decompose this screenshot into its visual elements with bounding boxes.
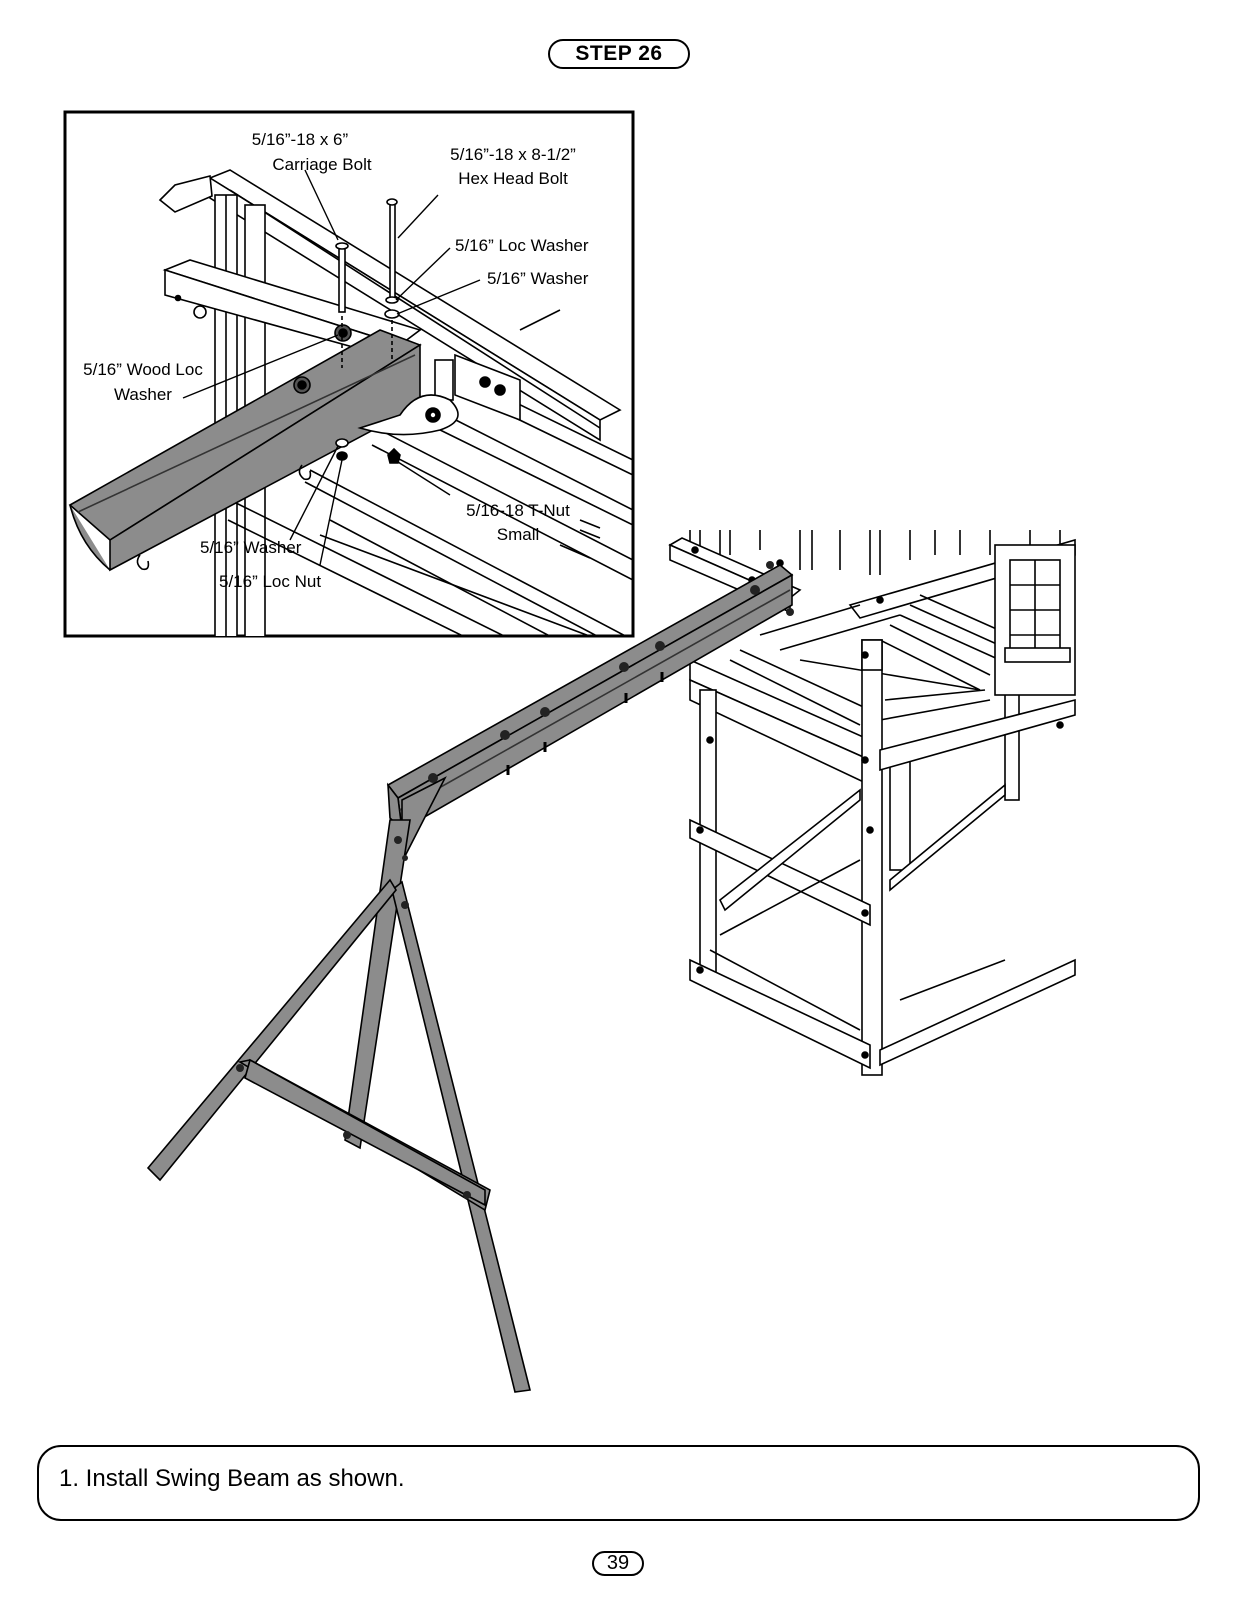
swing-beam-assembly (146, 561, 794, 1393)
step-title: STEP 26 (548, 39, 690, 69)
hex-bolt-label-1: 5/16”-18 x 8-1/2” (450, 145, 576, 164)
loc-nut-label: 5/16” Loc Nut (219, 572, 321, 591)
carriage-bolt-label-1: 5/16”-18 x 6” (252, 130, 349, 149)
instruction-step-1: 1. Install Swing Beam as shown. (59, 1465, 405, 1492)
detail-inset: 5/16”-18 x 6” Carriage Bolt 5/16”-18 x 8… (63, 110, 635, 638)
wood-loc-washer-label-2: Washer (114, 385, 172, 404)
play-fort (668, 530, 1076, 1076)
loc-washer-label: 5/16” Loc Washer (455, 236, 589, 255)
wood-loc-washer-label-1: 5/16” Wood Loc (83, 360, 203, 379)
t-nut-label-1: 5/16-18 T-Nut (466, 501, 570, 520)
washer-bottom-label: 5/16” Washer (200, 538, 302, 557)
t-nut-label-2: Small (497, 525, 540, 544)
washer-top-label: 5/16” Washer (487, 269, 589, 288)
instruction-box: 1. Install Swing Beam as shown. (37, 1445, 1200, 1521)
carriage-bolt-label-2: Carriage Bolt (272, 155, 371, 174)
hex-bolt-label-2: Hex Head Bolt (458, 169, 568, 188)
page-number: 39 (592, 1551, 644, 1576)
